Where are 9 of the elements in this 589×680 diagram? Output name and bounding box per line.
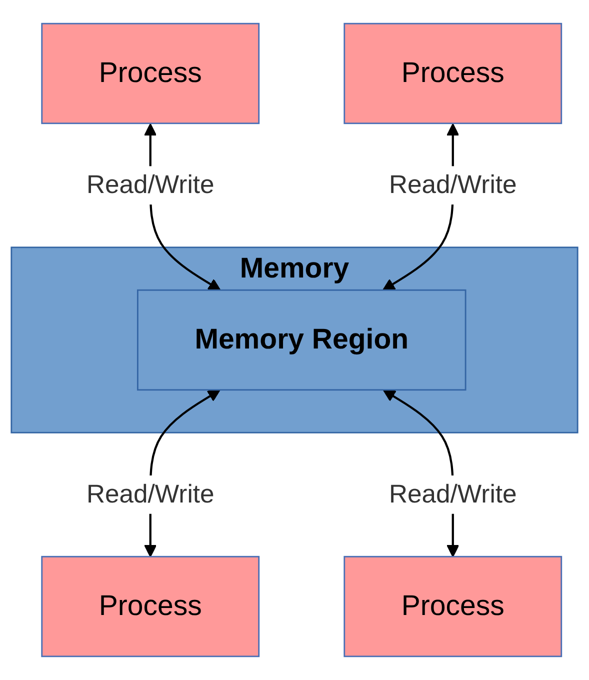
- node-box: Process: [41, 556, 260, 658]
- node-box: Memory Region: [136, 289, 466, 391]
- node-box: Process: [41, 22, 260, 124]
- edge-label: Read/Write: [388, 170, 517, 199]
- node-box: Process: [344, 22, 562, 124]
- node-box: Process: [344, 556, 562, 658]
- edge-label: Read/Write: [86, 480, 214, 508]
- edge-label: Read/Write: [388, 480, 517, 508]
- edge-label: Read/Write: [86, 170, 214, 199]
